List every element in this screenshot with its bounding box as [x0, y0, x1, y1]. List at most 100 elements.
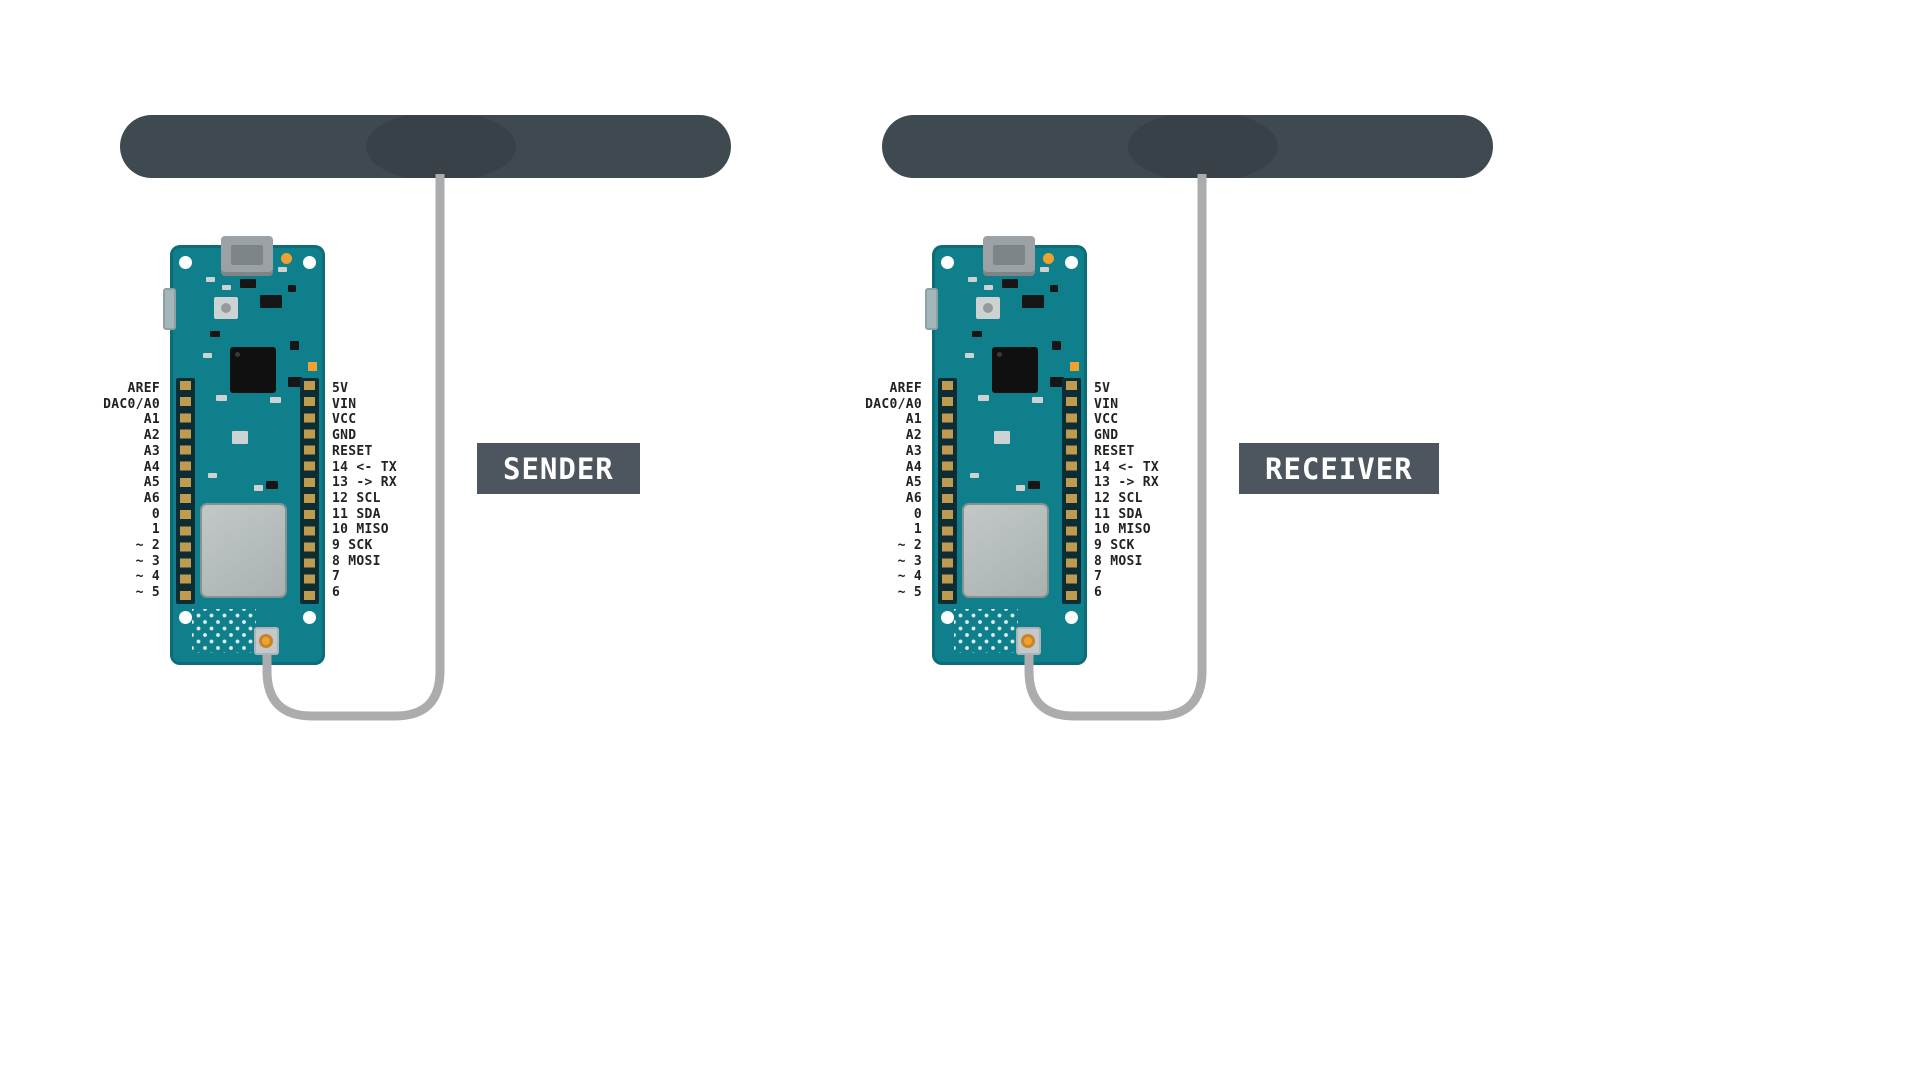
via-dots: [192, 609, 256, 653]
smd-component: [266, 481, 278, 489]
reset-button: [976, 297, 1000, 319]
rf-shield: [200, 503, 287, 598]
smd-component: [222, 285, 231, 290]
smd-component: [1040, 267, 1049, 272]
smd-component: [232, 431, 248, 444]
smd-component: [216, 395, 227, 401]
pin-label: ~ 5: [897, 585, 922, 601]
pin-pads: [1066, 381, 1077, 601]
pin-label: 13 -> RX: [1094, 475, 1160, 491]
pin-pads: [180, 381, 191, 601]
smd-component: [254, 485, 263, 491]
antenna-cable: [1024, 174, 1207, 721]
pin-label: 8 MOSI: [332, 553, 381, 569]
pin-label: 9 SCK: [1094, 538, 1135, 554]
pin-label: 9 SCK: [332, 538, 373, 554]
smd-component: [203, 353, 212, 358]
ufl-connector-ring: [259, 634, 273, 648]
role-label: SENDER: [477, 443, 640, 494]
pin-pads: [942, 381, 953, 601]
smd-component: [260, 295, 282, 308]
pin-label: A2: [905, 428, 922, 444]
pin-label: A6: [905, 490, 922, 506]
pin-label: ~ 4: [135, 569, 160, 585]
pin-label: ~ 5: [135, 585, 160, 601]
pin-header-right: [1062, 378, 1081, 604]
smd-component: [978, 395, 989, 401]
pin-label: VIN: [1094, 396, 1119, 412]
smd-component: [206, 277, 215, 282]
smd-component: [1016, 485, 1025, 491]
pin-label: AREF: [127, 381, 160, 396]
pin-label: A3: [143, 443, 160, 459]
pin-label: 13 -> RX: [332, 475, 398, 491]
gold-pad: [1043, 253, 1054, 264]
pin-label: 0: [913, 506, 922, 522]
pin-label: 12 SCL: [332, 490, 381, 506]
pin-label: AREF: [889, 381, 922, 396]
smd-component: [208, 473, 217, 478]
arduino-board: [925, 236, 1087, 665]
smd-component: [1032, 397, 1043, 403]
arduino-board: [163, 236, 325, 665]
mounting-hole: [303, 611, 316, 624]
pin-header-left: [176, 378, 195, 604]
smd-component: [1050, 285, 1058, 292]
mounting-hole: [1065, 256, 1078, 269]
pin-header-right: [300, 378, 319, 604]
antenna-shade: [366, 115, 516, 178]
usb-slot: [993, 245, 1025, 265]
pin-label: 7: [332, 569, 341, 585]
pin-label: 14 <- TX: [1094, 459, 1160, 475]
pin-label: ~ 3: [897, 553, 922, 569]
reset-button-cap: [221, 303, 231, 313]
gold-pad: [308, 362, 317, 371]
pin-label: VIN: [332, 396, 357, 412]
pin-pads: [304, 381, 315, 601]
smd-component: [288, 285, 296, 292]
smd-component: [994, 431, 1010, 444]
pin-label: A5: [905, 475, 922, 491]
ufl-antenna-connector: [254, 627, 279, 655]
reset-button-cap: [983, 303, 993, 313]
antenna: [120, 115, 731, 178]
pin-label: 11 SDA: [332, 506, 381, 522]
smd-component: [968, 277, 977, 282]
usb-connector: [983, 236, 1035, 276]
pin-label: 5V: [1094, 381, 1111, 396]
pin-label: 5V: [332, 381, 349, 396]
antenna-cable: [262, 174, 445, 721]
pin-label: A5: [143, 475, 160, 491]
gold-pad: [1070, 362, 1079, 371]
smd-component: [1028, 481, 1040, 489]
smd-component: [1050, 377, 1064, 387]
pin-label: A2: [143, 428, 160, 444]
smd-component: [210, 331, 220, 337]
pin-label: ~ 3: [135, 553, 160, 569]
pin-label: 1: [913, 522, 922, 538]
smd-component: [972, 331, 982, 337]
smd-component: [1052, 341, 1061, 350]
pin-label: RESET: [1094, 443, 1135, 459]
pin-label: GND: [1094, 428, 1119, 444]
pin-label: 0: [151, 506, 160, 522]
pin-label: 11 SDA: [1094, 506, 1143, 522]
smd-component: [288, 377, 302, 387]
pin-label: A6: [143, 490, 160, 506]
mounting-hole: [303, 256, 316, 269]
pin-label: 10 MISO: [1094, 522, 1151, 538]
pin-label: ~ 4: [897, 569, 922, 585]
role-label: RECEIVER: [1239, 443, 1439, 494]
pin-label: 14 <- TX: [332, 459, 398, 475]
pin-header-left: [938, 378, 957, 604]
pin-label: 8 MOSI: [1094, 553, 1143, 569]
processor-chip: [992, 347, 1038, 393]
processor-chip: [230, 347, 276, 393]
mounting-hole: [941, 611, 954, 624]
via-dots: [954, 609, 1018, 653]
